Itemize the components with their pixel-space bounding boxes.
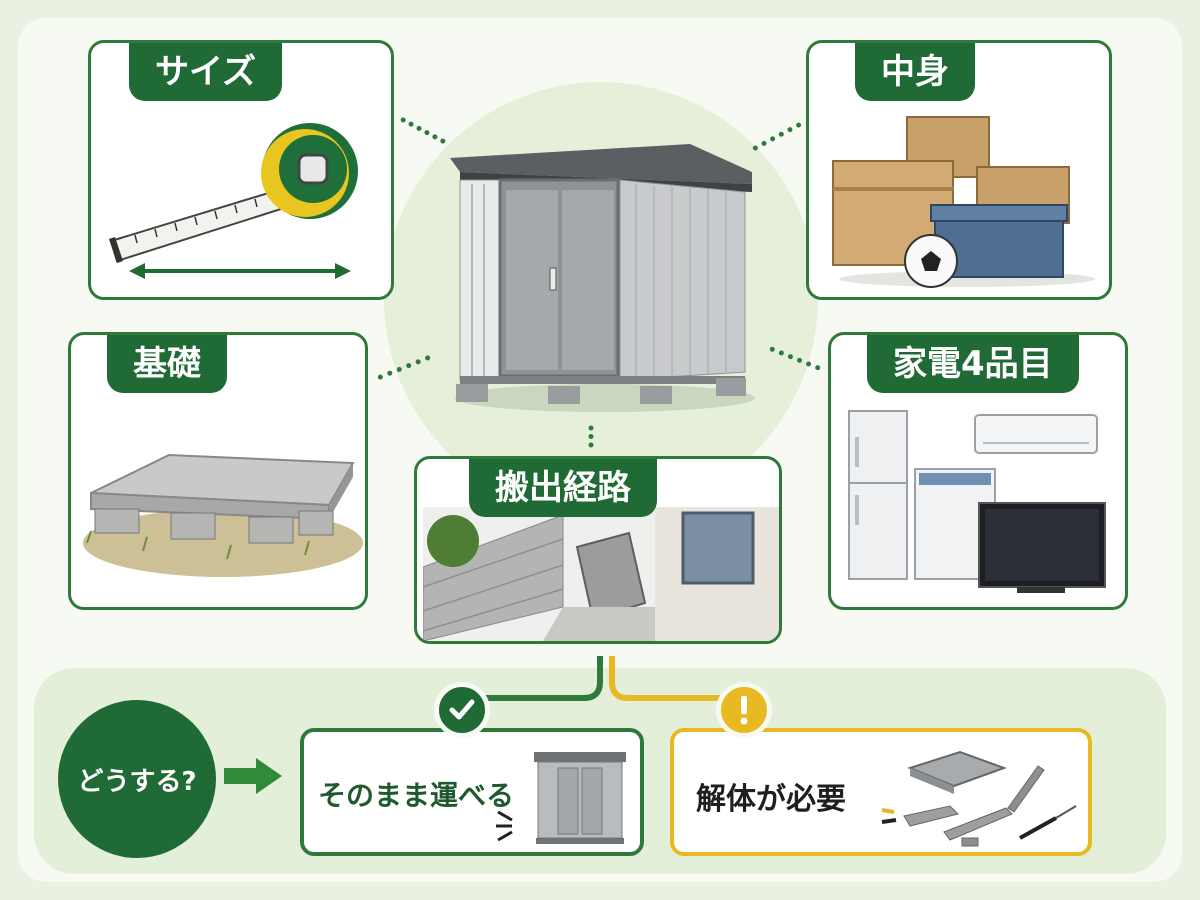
card-contents-label: 中身 [855,43,975,101]
tape-measure-icon [109,123,358,279]
card-size-label: サイズ [129,43,282,101]
result-warn-text: 解体が必要 [696,782,846,817]
connector-route [588,425,594,448]
card-route: 搬出経路 [414,456,782,644]
card-contents: 中身 [806,40,1112,300]
check-icon [434,682,490,738]
storage-shed-illustration [450,144,755,412]
motion-lines-icon [496,810,513,842]
narrow-path-illustration [423,507,779,641]
exclamation-icon [716,682,772,738]
result-ok-text: そのまま運べる [318,779,515,812]
card-foundation: 基礎 [68,332,368,610]
card-appliances: 家電4品目 [828,332,1128,610]
concrete-foundation-icon [83,453,363,577]
small-shed-icon [534,752,626,844]
boxes-and-ball-icon [832,116,1095,288]
card-size: サイズ [88,40,394,300]
disassembled-shed-parts-icon [881,750,1077,847]
arrow-right-icon [224,758,282,794]
card-appliances-label: 家電4品目 [867,335,1079,393]
result-ok-card: そのまま運べる [300,728,644,856]
card-foundation-label: 基礎 [107,335,227,393]
branch-lines [457,656,743,728]
decision-question: どうする? [58,700,216,858]
appliances-icon [848,410,1106,593]
result-warn-card: 解体が必要 [670,728,1092,856]
card-route-label: 搬出経路 [469,459,657,517]
